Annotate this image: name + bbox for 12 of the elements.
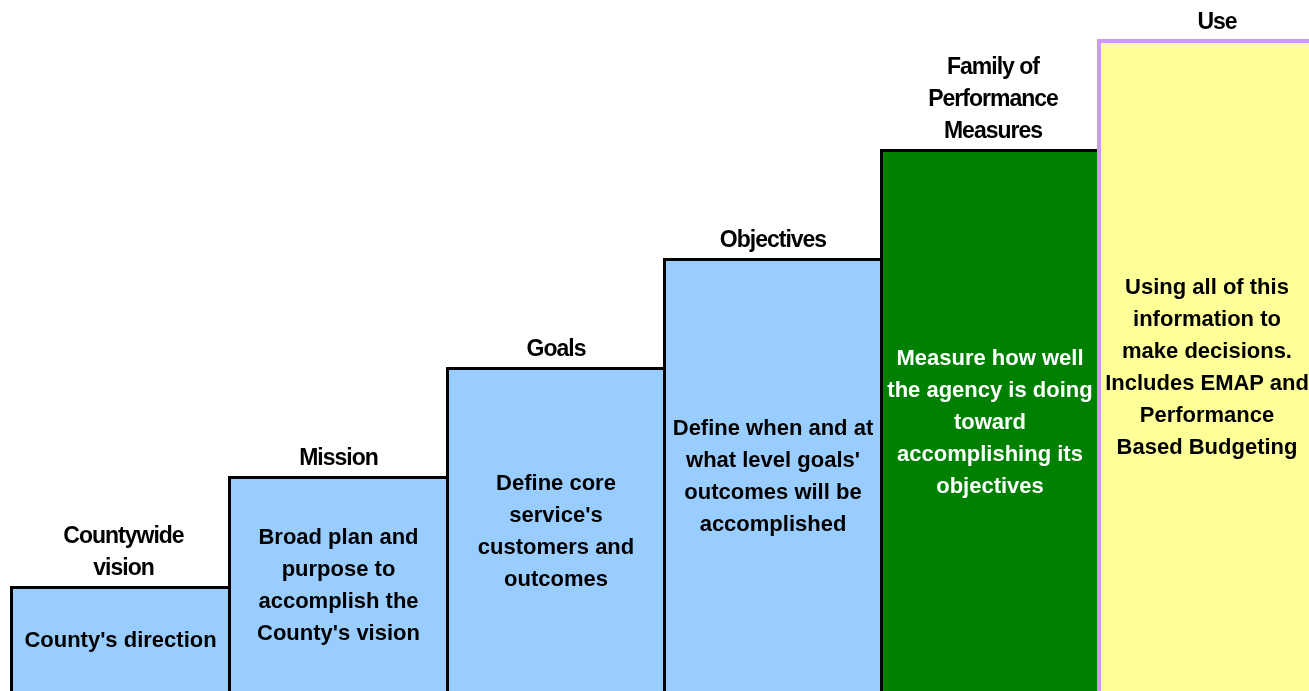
step-heading: Mission — [298, 443, 379, 472]
step-heading: Objectives — [718, 225, 828, 254]
step-description: Measure how well the agency is doing toward accomplishing its objectives — [886, 343, 1094, 500]
step-description: Using all of this information to make decisions. Includes EMAP and Performance Based Budgeting — [1104, 273, 1309, 461]
step-description: Define core service's customers and outcomes — [476, 468, 636, 593]
step-heading: Goals — [525, 334, 587, 363]
step-heading: Countywide vision — [62, 521, 185, 582]
step-description: Broad plan and purpose to accomplish the County's vision — [256, 523, 421, 647]
step-heading: Use — [1196, 7, 1238, 36]
step-heading: Family of Performance Measures — [927, 52, 1059, 145]
step-description: Define when and at what level goals' outcomes will be accomplished — [671, 414, 875, 538]
step-description: County's direction — [23, 626, 218, 654]
